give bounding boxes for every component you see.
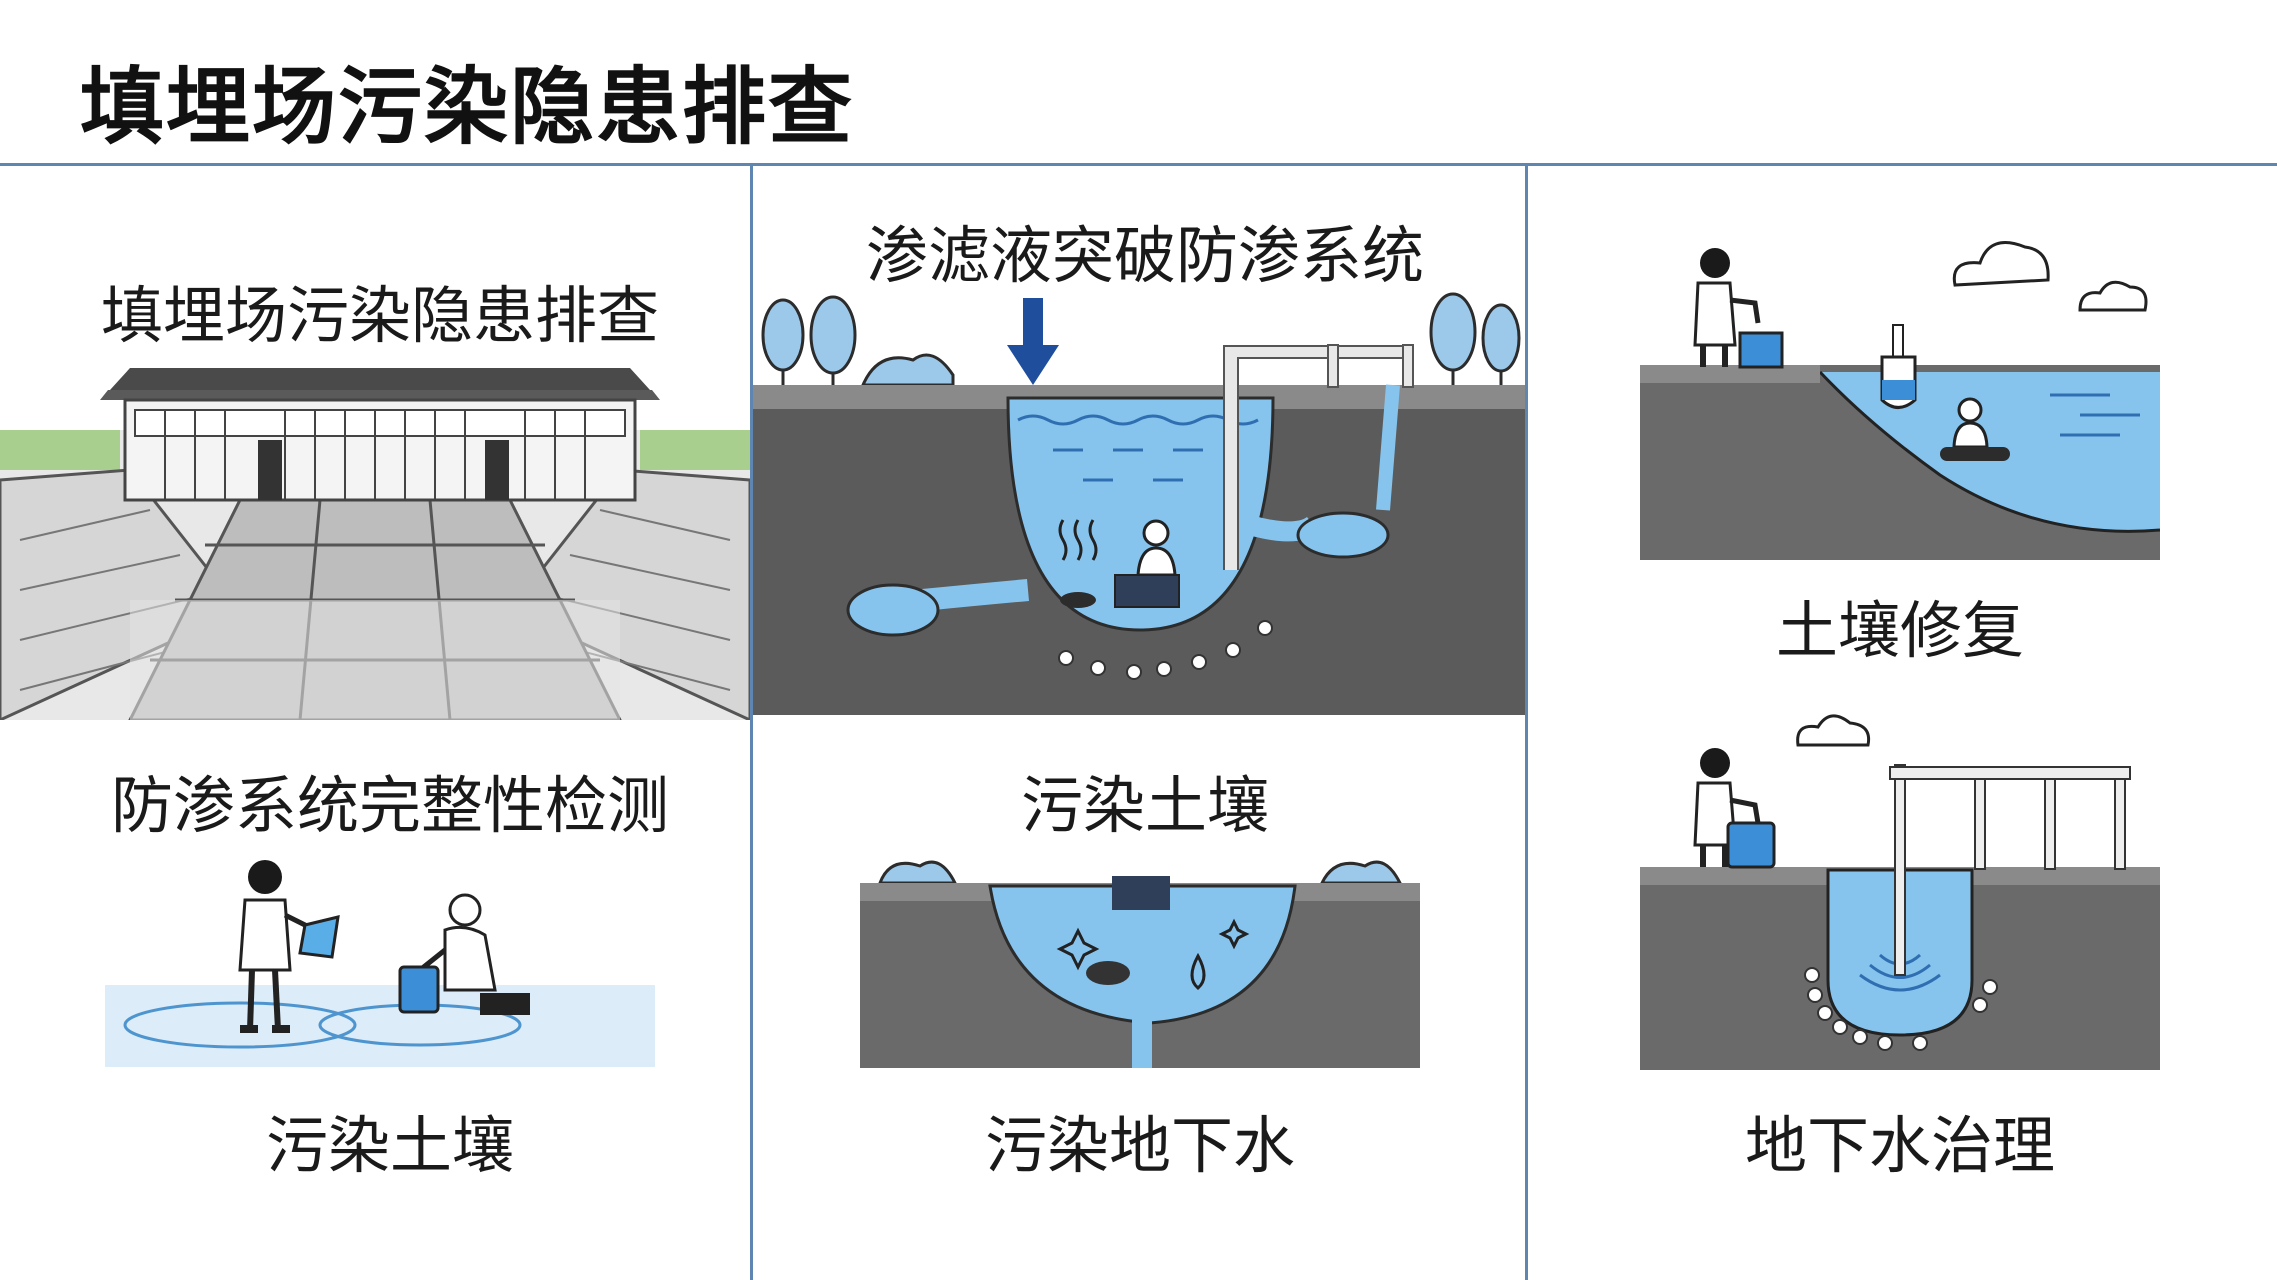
soil-remediation-label: 土壤修复 [1775, 594, 2025, 667]
column-divider-right [1525, 166, 1528, 1280]
groundwater-treatment-label: 地下水治理 [1744, 1109, 2056, 1182]
page-title: 填埋场污染隐患排查 [80, 58, 855, 156]
contaminated-soil-label-center: 污染土壤 [1020, 769, 1270, 842]
column-divider-left [750, 166, 753, 1280]
contaminated-groundwater-label: 污染地下水 [984, 1109, 1296, 1182]
leachate-breach-label: 渗滤液突破防渗系统 [865, 219, 1425, 292]
groundwater-treatment-illustration [1640, 714, 2160, 1070]
leachate-breach-illustration [753, 290, 1525, 715]
landfill-illustration [0, 368, 750, 720]
landfill-inspection-label: 填埋场污染隐患排查 [100, 279, 660, 352]
liner-integrity-test-label: 防渗系统完整性检测 [110, 769, 670, 842]
contaminated-soil-illustration [860, 860, 1420, 1068]
contaminated-soil-label-left: 污染土壤 [265, 1109, 515, 1182]
soil-remediation-illustration [1640, 241, 2160, 560]
liner-testing-illustration [105, 860, 655, 1067]
header-divider [0, 163, 2277, 166]
